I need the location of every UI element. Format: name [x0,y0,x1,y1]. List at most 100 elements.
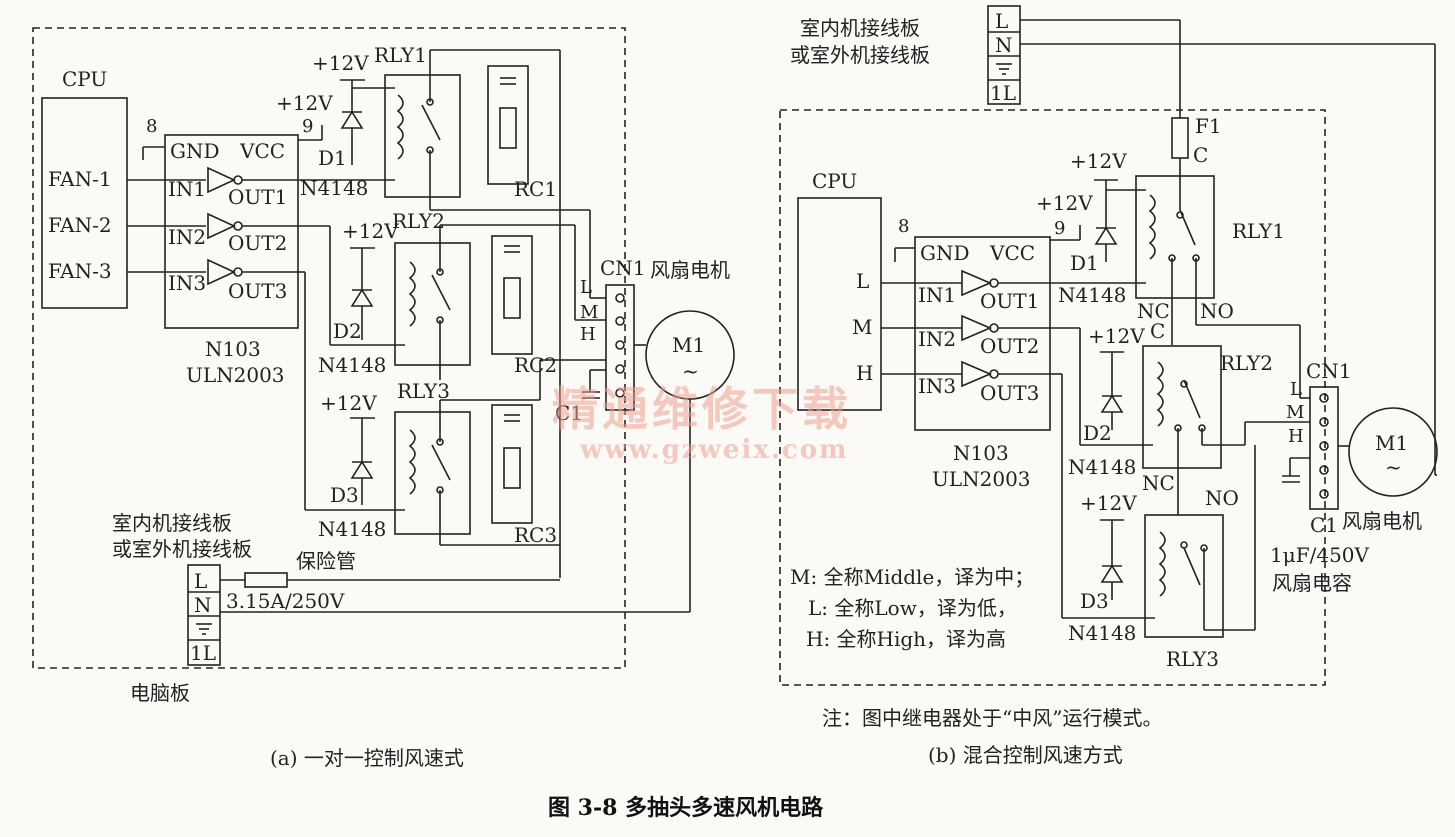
left-rly3: RLY3 [397,379,450,403]
left-fuse-label: 保险管 [296,549,356,573]
right-rly2-box [1142,345,1222,469]
left-terminal-n: N [194,593,212,617]
right-cpu-pin-h: H [856,361,873,385]
right-fuse-label: F1 [1195,114,1222,138]
right-buffer-3 [961,360,993,388]
right-buffer-2 [961,314,993,342]
right-terminal-title1: 室内机接线板 [800,16,920,40]
right-motor [1348,407,1438,497]
right-note-2: L: 全称Low，译为低， [808,596,1017,620]
left-d2: D2 [333,319,362,343]
left-c1: C1 [555,401,583,425]
left-circuit: 电脑板 CPU FAN-1 FAN-2 FAN-3 8 GND VCC 9 IN… [32,27,735,705]
left-ic-gnd: GND [170,139,220,163]
left-cn1: CN1 [600,256,646,280]
left-rly3-coil [408,429,416,495]
right-pin9: 9 [1054,218,1065,239]
right-motor-label: 风扇电机 [1342,509,1422,533]
right-terminal-l: L [995,9,1008,33]
right-d1-type: N4148 [1058,283,1126,307]
left-cpu-pin-fan1: FAN-1 [48,167,112,191]
left-uln2003 [164,134,299,329]
right-fuse-f1 [1171,117,1189,159]
right-motor-symbol: ~ [1385,455,1402,479]
left-pin8: 8 [146,116,157,137]
left-rly1-coil [396,94,404,160]
left-motor-m1: M1 [672,333,705,357]
left-v12-3: +12V [320,391,377,415]
right-rly1-no: NO [1200,299,1234,323]
left-cn-pin-m: M [580,302,598,323]
left-ic-out2: OUT2 [228,231,287,255]
left-ic-in3: IN3 [168,271,206,295]
right-pin8: 8 [898,216,909,237]
right-d1: D1 [1070,251,1099,275]
left-buffer-3 [207,258,236,286]
right-note-bottom: 注：图中继电器处于“中风”运行模式。 [822,706,1162,730]
left-ic-in1: IN1 [168,177,206,201]
left-terminal-title1: 室内机接线板 [112,511,232,535]
right-v12-3: +12V [1080,491,1137,515]
watermark-url: www.gzweix.com [579,435,849,465]
right-rly2-c: C [1150,319,1165,343]
right-cap-label: 风扇电容 [1272,571,1352,595]
left-ic-out1: OUT1 [228,185,287,209]
right-terminal-block [987,5,1021,105]
right-ic-name1: N103 [953,441,1009,465]
left-cpu-block [41,97,128,309]
left-rc3 [491,404,533,524]
left-rly2-coil [408,261,416,327]
right-cn1: CN1 [1306,359,1352,383]
right-cn-pin-l: L [1290,379,1302,400]
caption-b: (b) 混合控制风速方式 [928,743,1123,767]
left-rc2-label: RC2 [514,353,557,377]
left-pin9: 9 [302,116,313,137]
right-cn-pin-m: M [1286,402,1304,423]
left-rc1 [487,65,529,185]
right-c1: C1 [1310,513,1338,537]
right-terminal-1l: 1L [990,81,1016,105]
left-fuse-value: 3.15A/250V [226,589,345,613]
left-rc1-label: RC1 [514,177,557,201]
right-buffer-1 [961,269,993,297]
caption-a: (a) 一对一控制风速式 [270,746,464,770]
right-cpu-pin-l: L [856,269,869,293]
left-d2-type: N4148 [318,353,386,377]
right-v12-1: +12V [1070,149,1127,173]
left-board-outline [32,27,626,669]
left-motor-label: 风扇电机 [650,258,730,282]
right-cpu-title: CPU [812,169,857,193]
right-rly2-nc: NC [1142,471,1175,495]
left-ic-name2: ULN2003 [186,363,285,387]
right-rly3: RLY3 [1166,647,1219,671]
right-rly3-coil [1158,531,1166,597]
right-ic-gnd: GND [920,241,970,265]
left-d3-type: N4148 [318,517,386,541]
right-ic-in3: IN3 [918,374,956,398]
right-ic-out1: OUT1 [980,289,1039,313]
left-rly2: RLY2 [392,209,445,233]
right-cap-value: 1μF/450V [1270,543,1370,567]
right-circuit: 室内机接线板 或室外机接线板 L N 1L F1 C CPU L M H 8 G… [779,5,1438,730]
left-d1: D1 [318,146,347,170]
right-rly1-coil [1148,194,1156,260]
left-cn-pin-l: L [580,277,592,298]
right-ic-in1: IN1 [918,283,956,307]
right-rly1-nc: NC [1137,299,1170,323]
right-ic-out3: OUT3 [980,381,1039,405]
right-fuse-c: C [1193,143,1208,167]
left-motor-symbol: ~ [682,359,699,383]
right-cpu-pin-m: M [852,315,872,339]
right-v12-ic: +12V [1036,191,1093,215]
right-d3-type: N4148 [1068,621,1136,645]
figure-title: 图 3-8 多抽头多速风机电路 [548,795,824,821]
right-rly1-box [1135,175,1215,299]
right-cn1-block [1309,386,1339,510]
left-ic-vcc: VCC [239,139,285,163]
left-ic-name1: N103 [205,337,261,361]
right-rly3-box [1144,514,1224,638]
left-terminal-1l: 1L [190,641,216,665]
left-rc2 [491,235,533,355]
right-board-outline [779,109,1326,686]
